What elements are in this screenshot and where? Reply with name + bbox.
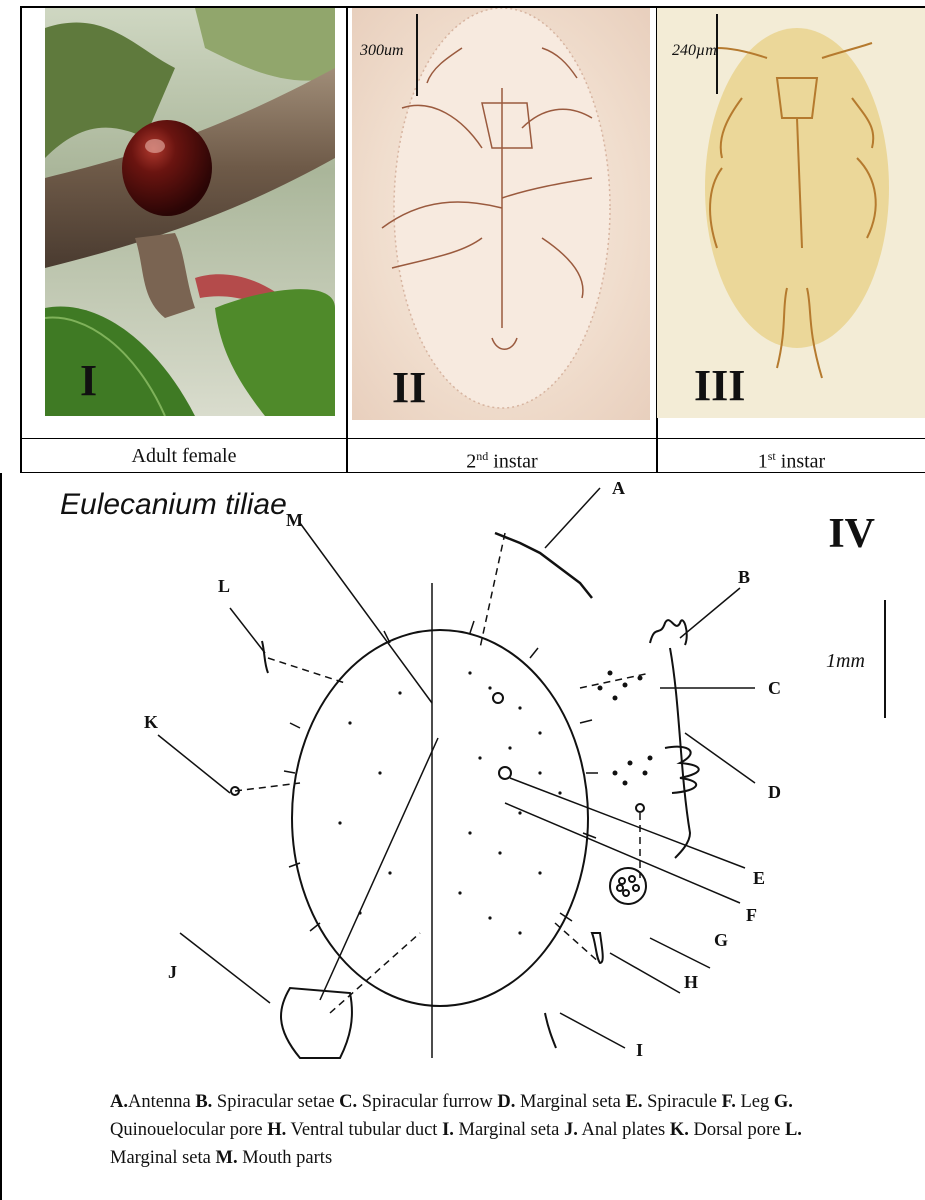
caption-1st-suffix: instar [776, 451, 825, 473]
panel-roman-I: I [80, 355, 97, 406]
diagram-label-I: I [636, 1040, 643, 1061]
legend-key: G. [774, 1092, 793, 1112]
legend-key: M. [216, 1148, 238, 1168]
legend-text: Ventral tubular duct [286, 1120, 442, 1140]
caption-1st-instar: 1st instar [658, 441, 925, 471]
panel-roman-III: III [694, 360, 745, 411]
diagram-label-F: F [746, 905, 757, 926]
legend-key: A. [110, 1092, 128, 1112]
scale-label-III: 240µm [672, 42, 717, 60]
instar1-illustration [657, 8, 925, 418]
legend-key: B. [195, 1092, 212, 1112]
legend-text: Spiracular setae [212, 1092, 339, 1112]
legend-key: I. [442, 1120, 454, 1140]
diagram-label-H: H [684, 972, 698, 993]
photo-2nd-instar [352, 8, 650, 420]
photo-1st-instar [657, 8, 925, 418]
caption-2nd-sup: nd [476, 449, 488, 463]
caption-2nd-suffix: instar [488, 451, 537, 473]
legend-key: J. [564, 1120, 578, 1140]
legend-text: Spiracular furrow [357, 1092, 497, 1112]
caption-1st-sup: st [768, 449, 776, 463]
legend-text: Quinouelocular pore [110, 1120, 267, 1140]
legend-key: D. [497, 1092, 515, 1112]
diagram-label-M: M [286, 510, 303, 531]
scale-bar-II [416, 14, 418, 96]
panel-roman-II: II [392, 362, 426, 413]
legend-text: Spiracule [643, 1092, 722, 1112]
legend-key: C. [339, 1092, 357, 1112]
caption-adult-female: Adult female [22, 441, 346, 471]
figure-legend: A.Antenna B. Spiracular setae C. Spiracu… [110, 1088, 870, 1172]
diagram-label-C: C [768, 678, 781, 699]
scale-label-II: 300um [360, 42, 404, 60]
legend-text: Mouth parts [238, 1148, 333, 1168]
legend-text: Leg [736, 1092, 774, 1112]
diagram-label-J: J [168, 962, 177, 983]
quinquelocular-pore-detail [610, 868, 646, 904]
diagram-label-K: K [144, 712, 158, 733]
diagram-label-G: G [714, 930, 728, 951]
eulecanium-diagram [0, 473, 925, 1083]
caption-2nd-num: 2 [466, 451, 476, 473]
caption-1st-num: 1 [758, 451, 768, 473]
table-caption-top [20, 438, 925, 439]
legend-text: Antenna [128, 1092, 195, 1112]
body-outline [292, 630, 588, 1006]
diagram-label-A: A [612, 478, 625, 499]
legend-text: Marginal seta [515, 1092, 625, 1112]
legend-key: H. [267, 1120, 286, 1140]
instar2-illustration [352, 8, 650, 420]
table-divider-1 [346, 6, 348, 473]
legend-text: Anal plates [578, 1120, 670, 1140]
legend-text: Marginal seta [454, 1120, 564, 1140]
table-left-border [20, 6, 22, 473]
diagram-label-B: B [738, 567, 750, 588]
legend-key: K. [670, 1120, 689, 1140]
diagram-label-E: E [753, 868, 765, 889]
diagram-label-L: L [218, 576, 230, 597]
legend-key: E. [626, 1092, 643, 1112]
legend-text: Dorsal pore [689, 1120, 785, 1140]
legend-text: Marginal seta [110, 1148, 216, 1168]
legend-key: F. [722, 1092, 736, 1112]
caption-2nd-instar: 2nd instar [348, 441, 656, 471]
legend-key: L. [785, 1120, 802, 1140]
diagram-label-D: D [768, 782, 781, 803]
